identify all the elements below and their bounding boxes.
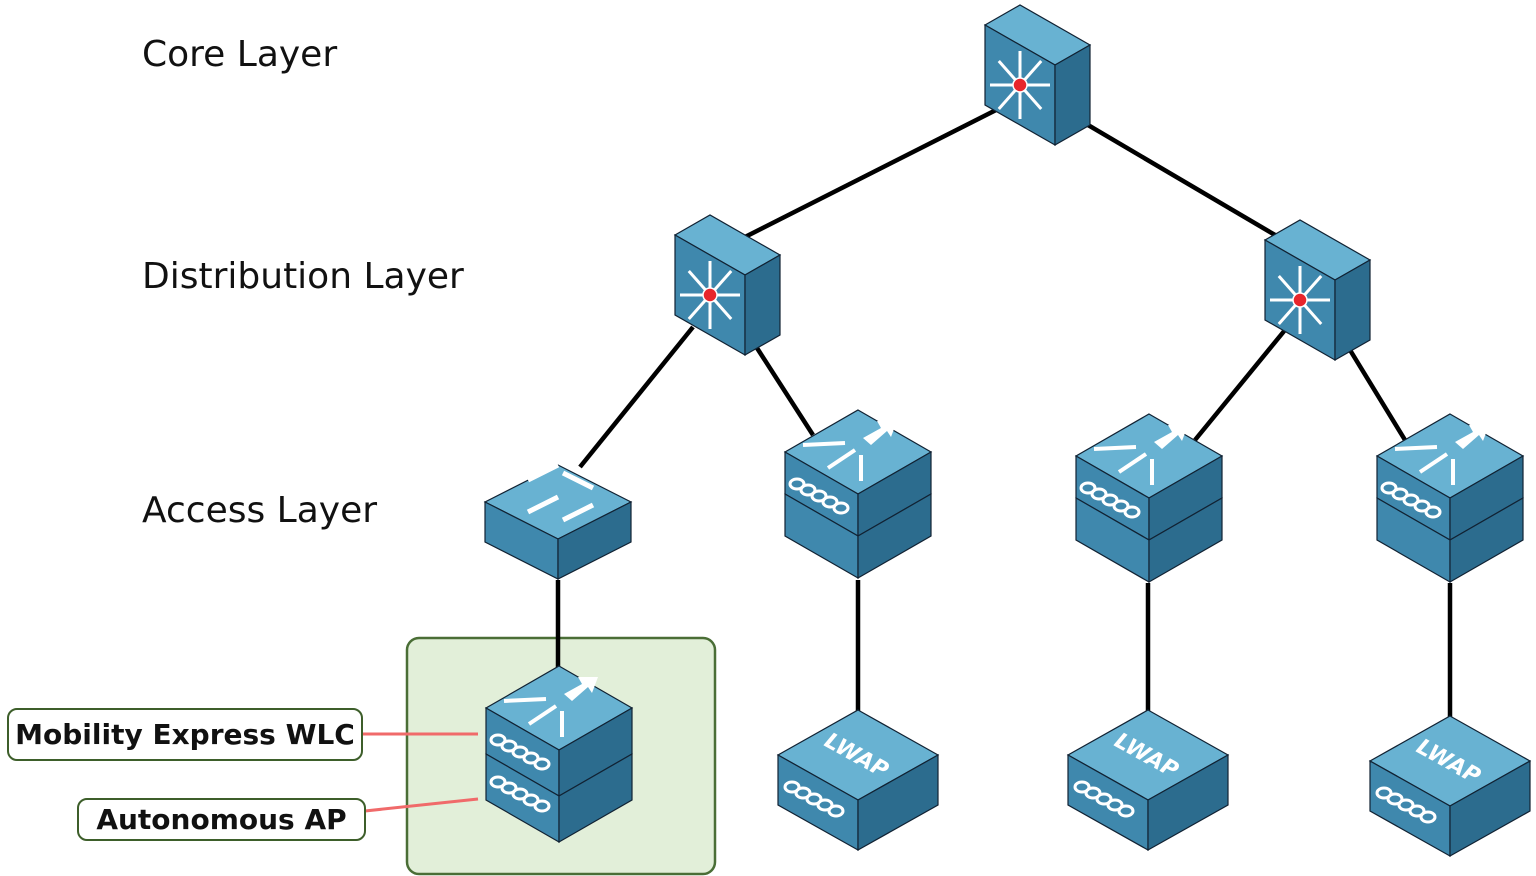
links [555,105,1453,718]
wlc-3 [1375,413,1525,584]
chain-link-icon [1386,792,1404,806]
si-badge-icon [1292,292,1308,308]
device-side-face [1054,43,1091,147]
chain-link-icon [1106,798,1124,812]
chain-link-icon [1084,786,1102,800]
access-switch [483,462,633,580]
si-badge-icon [1012,77,1028,93]
distribution-layer-label: Distribution Layer [142,256,464,297]
router-arrows-icon [1394,425,1489,485]
si-badge-icon [702,287,718,303]
mobility-express-ap [484,665,634,844]
device-side-face [1147,753,1229,852]
chain-link-icon [1402,493,1420,507]
chain-link-icon [1408,804,1426,818]
chain-link-icon [799,483,817,497]
chain-link-icon [1375,786,1393,800]
distribution-switch-left [673,214,782,357]
callout-line-ap [364,797,479,813]
chain-link-icon [1073,780,1091,794]
device-side-face [857,492,932,580]
router-arrows-icon [802,421,897,481]
link-line [578,325,695,469]
chain-link-icon [794,786,812,800]
device-side-face [1449,496,1524,584]
chain-link-icon [821,495,839,509]
link-line [1193,328,1287,442]
chain-link-icon [511,787,529,801]
chain-link-icon [522,793,540,807]
link-line [1348,348,1407,442]
wlc-2 [1074,413,1224,584]
chain-link-icon [1419,810,1437,824]
chain-link-icon [1090,487,1108,501]
device-side-face [558,752,633,844]
chain-link-icon [1123,505,1141,519]
chain-link-icon [489,775,507,789]
distribution-switch-right [1263,219,1372,362]
chain-link-icon [1380,481,1398,495]
chain-link-icon [816,798,834,812]
switch-arrows-icon [526,462,595,523]
link-line [1086,123,1277,237]
chain-link-icon [1397,798,1415,812]
device-side-face [557,501,632,580]
chain-link-icon [489,733,507,747]
link-line [743,105,1002,240]
chain-link-icon [533,757,551,771]
callout-lines [362,732,479,813]
chain-link-icon [1424,505,1442,519]
chain-link-icon [810,489,828,503]
chain-link-icon [1391,487,1409,501]
chain-link-icon [788,477,806,491]
device-side-face [1449,759,1531,858]
lwap-2: LWAP [1066,709,1230,852]
device-side-face [744,253,781,357]
chain-link-icon [805,792,823,806]
chain-link-icon [1101,493,1119,507]
router-arrows-icon [1093,425,1188,485]
core-layer-label: Core Layer [142,34,338,75]
chain-link-icon [1112,499,1130,513]
core-switch [983,4,1092,147]
lwap-3: LWAP [1368,715,1532,858]
device-side-face [1334,258,1371,362]
chain-link-icon [500,781,518,795]
chain-link-icon [522,751,540,765]
mobility-express-wlc-callout: Mobility Express WLC [7,708,363,761]
chain-link-icon [511,745,529,759]
chain-link-icon [533,799,551,813]
chain-link-icon [1079,481,1097,495]
chain-link-icon [1095,792,1113,806]
device-side-face [857,753,939,852]
chain-link-icon [832,501,850,515]
autonomous-ap-callout: Autonomous AP [77,798,366,841]
link-line [755,346,815,437]
lwap-1: LWAP [776,709,940,852]
chain-link-icon [1117,804,1135,818]
router-arrows-icon [503,677,598,737]
wlc-1 [783,409,933,580]
devices: LWAP LWAP LWAP [483,4,1532,858]
access-layer-label: Access Layer [142,490,378,531]
device-side-face [1148,496,1223,584]
chain-link-icon [783,780,801,794]
chain-link-icon [500,739,518,753]
chain-link-icon [827,804,845,818]
chain-link-icon [1413,499,1431,513]
